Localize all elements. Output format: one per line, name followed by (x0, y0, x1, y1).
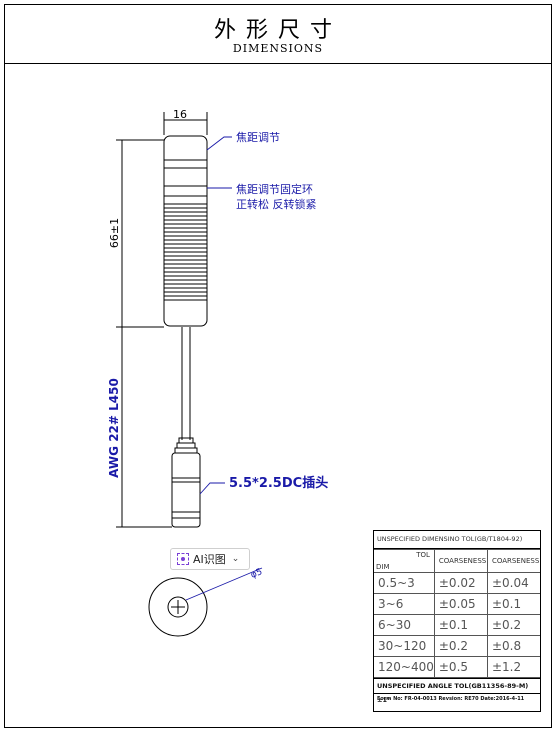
length-dim-text: 66±1 (108, 218, 121, 248)
corner-tol: TOL (416, 551, 430, 559)
tolerance-cell-dim: 3~6 (374, 593, 435, 615)
cable-dim-text: AWG 22# L450 (107, 378, 121, 478)
tolerance-cell-dim: 120~400 (374, 656, 435, 678)
tolerance-row: 3~6±0.05±0.1 (374, 593, 540, 615)
diameter-dim-text: φ5 (249, 567, 264, 581)
tolerance-cell-c2: ±0.2 (486, 614, 540, 636)
leader-plug (199, 482, 225, 495)
label-focus-ring: 焦距调节固定环 (236, 183, 313, 196)
ai-recognize-button[interactable]: AI识图 ⌄ (170, 548, 250, 570)
tolerance-header-row: TOL DIM COARSENESS COARSENESS (374, 549, 540, 573)
end-view-inner (167, 596, 189, 618)
ai-button-label: AI识图 (193, 553, 226, 566)
tolerance-title: UNSPECIFIED DIMENSINO TOL(GB/T1804-92) (374, 531, 540, 549)
tolerance-cell-dim: 30~120 (374, 635, 435, 657)
tolerance-cell-c2: ±0.04 (486, 572, 540, 594)
tolerance-cell-c2: ±0.8 (486, 635, 540, 657)
label-focus-adjust: 焦距调节 (236, 131, 280, 144)
tolerance-cell-c1: ±0.05 (433, 593, 488, 615)
dc-plug-outline (171, 452, 201, 528)
header-coarseness-2: COARSENESS (486, 549, 540, 573)
label-dc-plug: 5.5*2.5DC插头 (229, 476, 329, 491)
tolerance-cell-c1: ±0.2 (433, 635, 488, 657)
laser-body-outline (163, 135, 208, 327)
tolerance-table: UNSPECIFIED DIMENSINO TOL(GB/T1804-92) T… (373, 530, 541, 712)
label-focus-ring-instruction: 正转松 反转锁紧 (236, 198, 317, 211)
corner-dim: DIM (376, 563, 390, 571)
strain-relief-2 (176, 442, 196, 449)
tolerance-grid: TOL DIM COARSENESS COARSENESS 0.5~3±0.02… (374, 549, 540, 678)
strain-relief-3 (174, 447, 198, 454)
form-number: Form No: FR-04-0013 Revsion: RE70 Date:2… (377, 696, 525, 702)
leader-focus (206, 136, 232, 151)
tolerance-cell-c2: ±0.1 (486, 593, 540, 615)
tolerance-cell-c2: ±1.2 (486, 656, 540, 678)
leader-diameter (185, 567, 263, 601)
tolerance-cell-dim: 0.5~3 (374, 572, 435, 594)
tolerance-cell-c1: ±0.5 (433, 656, 488, 678)
angle-tolerance: UNSPECIFIED ANGLE TOL(GB11356-89-M)±1° (374, 678, 540, 704)
width-dim-text: 16 (173, 108, 187, 121)
tolerance-row: 0.5~3±0.02±0.04 (374, 572, 540, 594)
tolerance-row: 6~30±0.1±0.2 (374, 614, 540, 636)
tolerance-cell-c1: ±0.02 (433, 572, 488, 594)
tolerance-row: 120~400±0.5±1.2 (374, 656, 540, 678)
drawing-frame (4, 4, 552, 728)
title-block: 外形尺寸 DIMENSIONS (4, 4, 552, 64)
tolerance-row: 30~120±0.2±0.8 (374, 635, 540, 657)
title-chinese: 外形尺寸 (213, 18, 342, 43)
scan-icon (177, 553, 189, 565)
end-view-outer (148, 577, 208, 637)
title-english: DIMENSIONS (232, 42, 324, 55)
strain-relief-1 (178, 437, 194, 444)
tolerance-cell-c1: ±0.1 (433, 614, 488, 636)
chevron-down-icon: ⌄ (231, 554, 240, 564)
header-coarseness-1: COARSENESS (433, 549, 488, 573)
corner-cell: TOL DIM (374, 549, 435, 573)
tolerance-cell-dim: 6~30 (374, 614, 435, 636)
heat-sink-ribs (164, 203, 207, 301)
